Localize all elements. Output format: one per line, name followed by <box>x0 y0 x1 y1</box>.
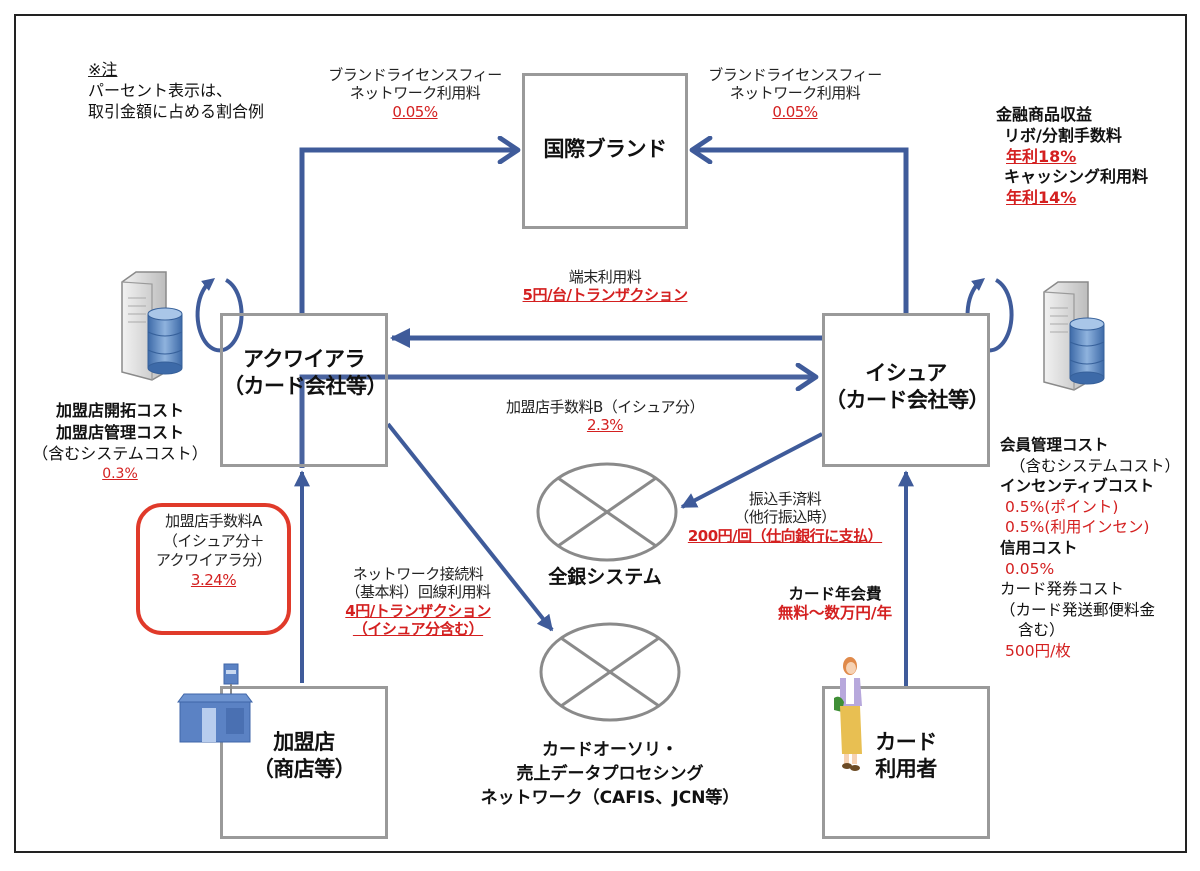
shop-icon <box>177 663 253 743</box>
cardholder-person-icon <box>834 657 862 771</box>
cost-line: （カード発送郵便料金 <box>1000 600 1156 619</box>
diagram-frame <box>14 14 1187 853</box>
node-label-line: アクワイアラ <box>243 347 365 371</box>
node-issuer[interactable]: イシュア （カード会社等） <box>822 313 990 467</box>
arrow-acquirer-to-brand <box>299 150 518 313</box>
cost-line: 信用コスト <box>1000 539 1078 558</box>
node-label: 国際ブランド <box>543 137 668 161</box>
node-label-line: （商店等） <box>252 757 356 782</box>
arrow-issuer-to-brand <box>692 150 909 313</box>
node-international-brand[interactable]: 国際ブランド <box>522 73 688 229</box>
issuer-revenue-block: 金融商品収益 リボ/分割手数料 年利18% キャッシング利用料 年利14% <box>996 105 1148 209</box>
node-label-line: ネットワーク（CAFIS、JCN等） <box>480 788 740 809</box>
merchant-fee-a-block: 加盟店手数料A （イシュア分＋ アクワイアラ分） 3.24% <box>136 512 291 590</box>
cost-value: 0.5%(ポイント) <box>1005 497 1119 516</box>
annual-fee-value: 無料～数万円/年 <box>777 603 893 622</box>
node-label: カード 利用者 <box>825 729 987 784</box>
network-fee-label: ネットワーク接続料 （基本料）回線利用料 4円/トランザクション （イシュア分含… <box>318 565 518 638</box>
brand-fee-left-label: ブランドライセンスフィー ネットワーク利用料 0.05% <box>300 66 530 121</box>
revenue-item-value: 年利18% <box>1006 146 1077 166</box>
cost-line: 含む） <box>1018 621 1065 640</box>
cost-line: （含むシステムコスト） <box>1010 456 1181 475</box>
cost-line: カード発券コスト <box>1000 580 1125 599</box>
transfer-fee-value: 200円/回（仕向銀行に支払） <box>687 526 883 545</box>
cost-line: インセンティブコスト <box>1000 477 1155 496</box>
cost-line: 加盟店開拓コスト <box>55 401 184 420</box>
brand-fee-left-value: 0.05% <box>392 102 438 121</box>
cost-value: 0.05% <box>1005 559 1055 578</box>
label-line: ブランドライセンスフィー <box>708 66 882 84</box>
node-cafis-network[interactable]: カードオーソリ・ 売上データプロセシング ネットワーク（CAFIS、JCN等） <box>470 738 750 810</box>
terminal-fee-value: 5円/台/トランザクション <box>522 286 688 305</box>
label-line: ブランドライセンスフィー <box>328 66 502 84</box>
revenue-item-value: 年利14% <box>1006 188 1077 208</box>
label-line: 加盟店手数料B（イシュア分） <box>506 398 705 416</box>
node-label-line: 利用者 <box>875 757 937 782</box>
node-label-line: カードオーソリ・ <box>542 740 678 760</box>
issuer-revenue-title: 金融商品収益 <box>996 105 1093 124</box>
acquirer-costs-block: 加盟店開拓コスト 加盟店管理コスト （含むシステムコスト） 0.3% <box>20 400 220 484</box>
label-line: 加盟店手数料A <box>165 512 262 530</box>
note-block: ※注 パーセント表示は、 取引金額に占める割合例 <box>88 60 264 122</box>
label-line: アクワイアラ分） <box>155 551 272 569</box>
label-line: ネットワーク利用料 <box>349 84 481 103</box>
arrow-acquirer-to-issuer <box>299 377 816 468</box>
node-label-line: （カード会社等） <box>223 374 388 399</box>
label-line: （イシュア分＋ <box>162 531 265 550</box>
merchant-fee-b-value: 2.3% <box>586 416 624 435</box>
label-line: ネットワーク利用料 <box>729 84 861 103</box>
label-line: ネットワーク接続料 <box>352 565 484 583</box>
cost-value: 500円/枚 <box>1005 642 1071 661</box>
cafis-network-icon <box>539 622 681 722</box>
cost-line: 会員管理コスト <box>1000 436 1109 454</box>
label-line: カード年会費 <box>788 585 882 603</box>
annual-fee-label: カード年会費 無料～数万円/年 <box>750 585 920 623</box>
acquirer-costs-value: 0.3% <box>102 465 138 482</box>
node-label-line: カード <box>875 730 937 754</box>
merchant-fee-b-label: 加盟店手数料B（イシュア分） 2.3% <box>470 398 740 435</box>
brand-fee-right-value: 0.05% <box>772 102 818 121</box>
terminal-fee-label: 端末利用料 5円/台/トランザクション <box>480 268 730 305</box>
node-label-line: イシュア <box>865 361 947 385</box>
acquirer-server-icon <box>121 271 183 381</box>
network-fee-note: （イシュア分含む） <box>352 619 484 638</box>
node-label: アクワイアラ （カード会社等） <box>223 346 388 401</box>
node-cardholder[interactable]: カード 利用者 <box>822 686 990 839</box>
note-line: パーセント表示は、 <box>88 80 233 100</box>
arrow-acquirer-to-cafis <box>386 422 554 632</box>
issuer-server-icon <box>1043 281 1105 391</box>
node-acquirer[interactable]: アクワイアラ （カード会社等） <box>220 313 388 467</box>
node-zengin-system[interactable]: 全銀システム <box>548 566 662 588</box>
brand-fee-right-label: ブランドライセンスフィー ネットワーク利用料 0.05% <box>680 66 910 121</box>
label-line: （他行振込時） <box>734 508 836 527</box>
note-line: 取引金額に占める割合例 <box>88 101 265 121</box>
node-label-line: 売上データプロセシング <box>516 764 704 785</box>
merchant-fee-a-highlight <box>136 503 291 635</box>
cost-line: 加盟店管理コスト <box>55 422 184 442</box>
revenue-item-label: リボ/分割手数料 <box>1004 125 1122 145</box>
label-line: 振込手済料 <box>748 490 822 508</box>
node-label: イシュア （カード会社等） <box>825 360 990 415</box>
merchant-fee-a-value: 3.24% <box>190 570 237 589</box>
transfer-fee-label: 振込手済料 （他行振込時） 200円/回（仕向銀行に支払） <box>660 490 910 545</box>
issuer-cycle-icon <box>965 278 1014 353</box>
zengin-network-icon <box>536 462 678 562</box>
network-fee-value: 4円/トランザクション <box>345 601 491 620</box>
note-title: ※注 <box>88 60 118 79</box>
label-line: （基本料）回線利用料 <box>345 583 491 602</box>
issuer-costs-block: 会員管理コスト （含むシステムコスト） インセンティブコスト 0.5%(ポイント… <box>1000 435 1180 662</box>
cost-value: 0.5%(利用インセン) <box>1005 518 1150 537</box>
label-line: 端末利用料 <box>568 268 642 286</box>
cost-line: （含むシステムコスト） <box>32 444 208 464</box>
arrow-issuer-to-zengin <box>680 432 823 509</box>
node-label: 加盟店 （商店等） <box>223 729 385 784</box>
revenue-item-label: キャッシング利用料 <box>1004 167 1149 187</box>
node-label-line: （カード会社等） <box>825 388 990 413</box>
node-label-line: 加盟店 <box>273 730 335 754</box>
